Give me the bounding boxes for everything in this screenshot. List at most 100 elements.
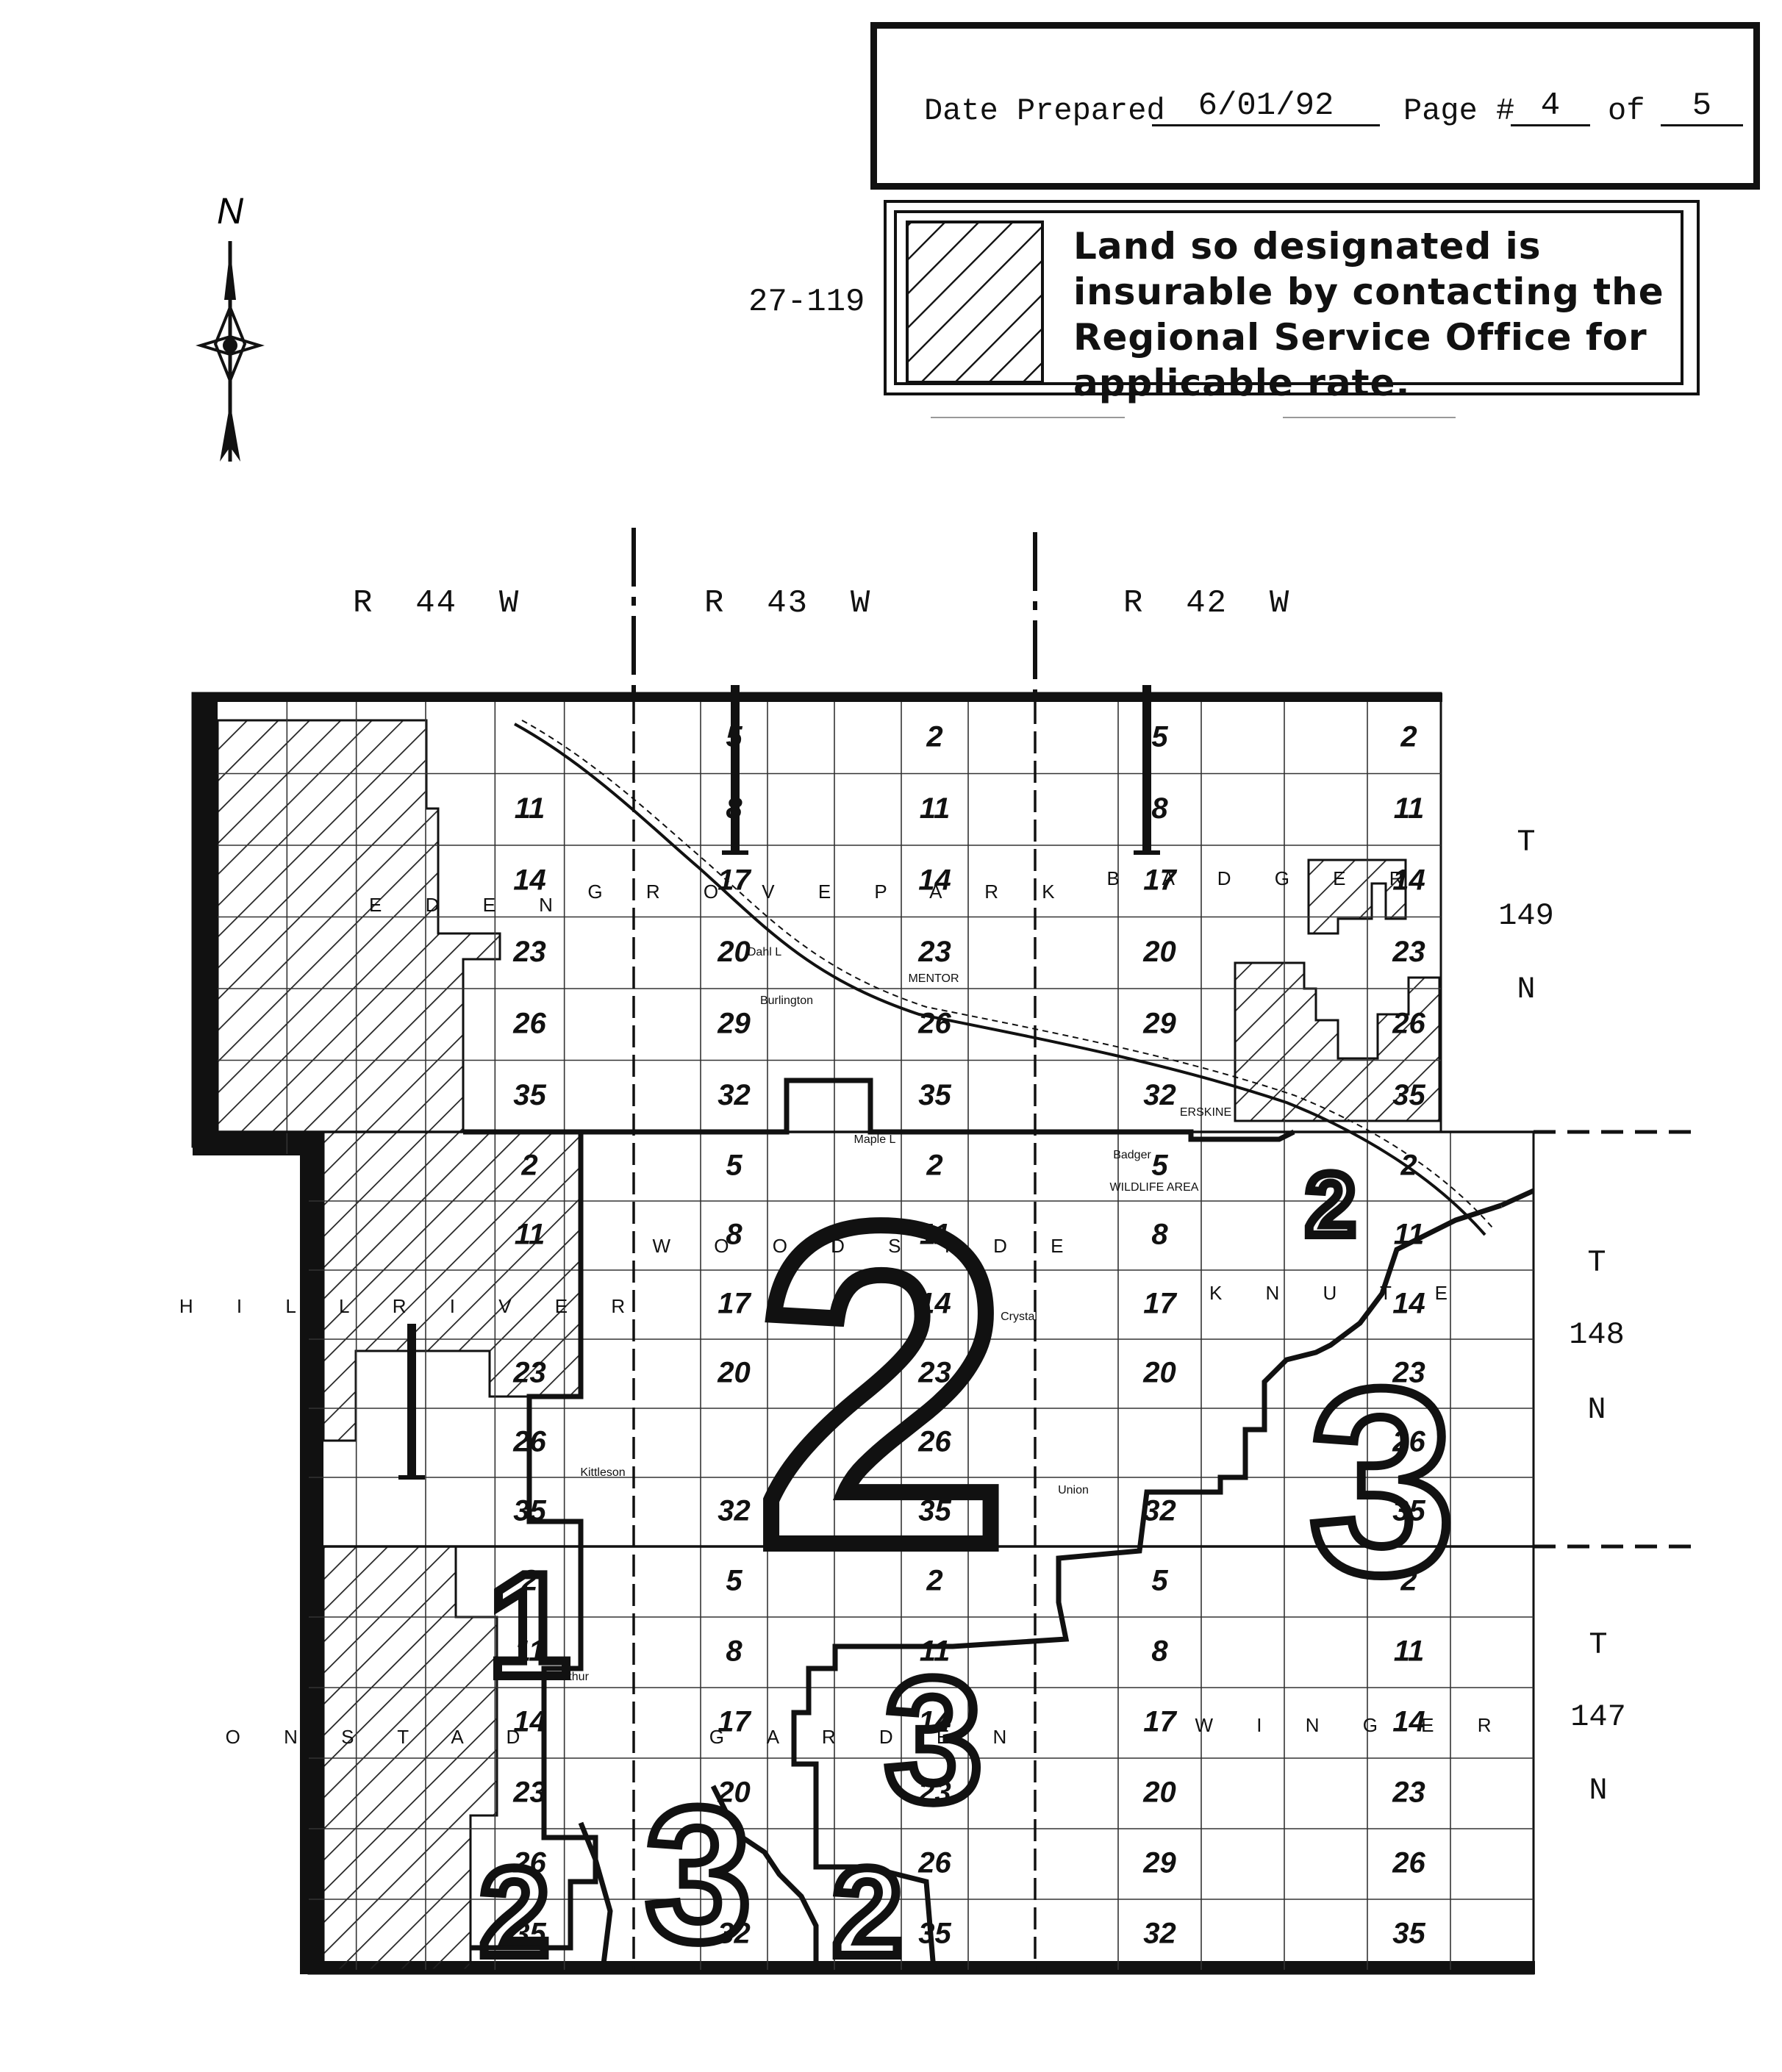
hatched-area-east-149-a <box>1307 858 1407 935</box>
county-boundary-south-band <box>300 1961 1535 1974</box>
section-number: 26 <box>1392 1425 1425 1458</box>
section-number: 14 <box>918 864 951 896</box>
section-number: 11 <box>1394 1218 1425 1250</box>
county-boundary-west-band <box>193 695 323 1970</box>
section-number: 2 <box>1400 1565 1417 1597</box>
range-label-44w: R 44 W <box>353 585 520 622</box>
hatched-areas <box>216 719 1441 1971</box>
date-prepared-value: 6/01/92 <box>1152 87 1380 126</box>
section-number: 20 <box>717 1356 751 1388</box>
section-number: 8 <box>1151 1635 1168 1668</box>
place-name: Maple L <box>854 1133 896 1146</box>
place-name: ERSKINE <box>1180 1106 1231 1119</box>
zone-boundaries <box>463 1078 1535 1971</box>
section-number: 26 <box>917 1847 951 1879</box>
section-number: 35 <box>513 1079 546 1111</box>
section-number: 8 <box>1151 792 1168 825</box>
place-name: Kittleson <box>580 1466 625 1479</box>
section-number: 32 <box>1143 1918 1176 1950</box>
section-number: 35 <box>1392 1079 1425 1111</box>
hatched-area-west-149 <box>216 719 501 1133</box>
svg-text:1: 1 <box>1164 759 1169 767</box>
township-149-n: N <box>1517 972 1536 1007</box>
township-names: G R O V E P A R KB A D G E RW O O D S I … <box>179 867 1511 1748</box>
place-name: Burlington <box>760 994 813 1007</box>
section-number: 20 <box>1142 1777 1176 1809</box>
section-number: 26 <box>512 1007 546 1039</box>
township-148-n: N <box>1587 1392 1606 1427</box>
section-number: 8 <box>726 1635 742 1668</box>
section-number: 23 <box>512 1356 546 1388</box>
rate-zone-number: 1 <box>722 685 757 855</box>
section-number: 17 <box>718 864 751 896</box>
township-147-num: 147 <box>1570 1699 1626 1735</box>
section-number: 11 <box>515 792 545 825</box>
north-label: N <box>217 190 244 232</box>
legend-text: Land so designated is insurable by conta… <box>1073 225 1664 404</box>
section-number: 11 <box>920 1635 951 1668</box>
section-number: 5 <box>1151 720 1168 753</box>
section-number: 8 <box>1151 1218 1168 1250</box>
section-number: 23 <box>512 1777 546 1809</box>
place-name: WILDLIFE AREA <box>1110 1181 1199 1194</box>
section-number: 14 <box>513 864 546 896</box>
section-number: 29 <box>1142 1847 1176 1879</box>
rate-zone-number: 1 <box>398 1324 425 1480</box>
section-number: 2 <box>926 720 942 753</box>
page-total-value: 5 <box>1661 87 1743 126</box>
section-number: 20 <box>1142 1356 1176 1388</box>
township-name: W I N G E R <box>1195 1714 1511 1736</box>
section-number: 35 <box>1392 1918 1425 1950</box>
section-number: 14 <box>1392 1287 1425 1319</box>
svg-text:1: 1 <box>753 759 757 767</box>
rate-zone-number: 3 <box>645 1768 752 1982</box>
section-number: 5 <box>726 1565 742 1597</box>
township-name: K N U T E <box>1209 1282 1467 1304</box>
section-number: 32 <box>1143 1494 1176 1527</box>
section-number: 11 <box>920 1218 951 1250</box>
township-149-num: 149 <box>1498 898 1554 933</box>
section-number: 26 <box>512 1847 546 1879</box>
section-number: 35 <box>918 1918 951 1950</box>
section-number: 23 <box>917 936 951 968</box>
section-number: 11 <box>515 1218 545 1250</box>
section-number: 17 <box>718 1287 751 1319</box>
rate-zone-number: 3 <box>884 1641 982 1838</box>
section-number: 26 <box>917 1007 951 1039</box>
rate-zone-number: 2 <box>756 1132 1009 1641</box>
railroad-line <box>521 720 1493 1228</box>
section-number: 2 <box>1400 720 1417 753</box>
section-number: 23 <box>1392 936 1425 968</box>
section-number: 23 <box>1392 1356 1425 1388</box>
header-box: Date Prepared 6/01/92 Page # 4 of 5 <box>870 22 1760 190</box>
section-number: 2 <box>520 1565 537 1597</box>
section-grid <box>218 702 1534 1970</box>
township-name: G R O V E P A R K <box>587 881 1073 903</box>
section-number: 29 <box>1142 1007 1176 1039</box>
legend-inner-frame: Land so designated is insurable by conta… <box>894 210 1683 404</box>
section-number: 35 <box>1392 1494 1425 1527</box>
section-number: 17 <box>1143 864 1177 896</box>
map-code: 27-119 <box>748 284 865 320</box>
township-147-t: T <box>1589 1627 1608 1663</box>
section-number: 5 <box>1151 1149 1168 1181</box>
section-number: 20 <box>717 1777 751 1809</box>
township-149-t: T <box>1517 825 1536 860</box>
section-number: 35 <box>918 1494 951 1527</box>
section-number: 35 <box>513 1494 546 1527</box>
range-label-43w: R 43 W <box>704 585 872 622</box>
township-148-num: 148 <box>1569 1317 1625 1352</box>
place-name: Dahl L <box>748 946 781 958</box>
place-name: Lake Arthur <box>529 1671 590 1683</box>
highway-line <box>514 723 1486 1236</box>
section-number: 11 <box>515 1635 545 1668</box>
section-number: 26 <box>917 1425 951 1458</box>
rate-zone-number: 2 <box>480 1843 550 1982</box>
place-name: Badger <box>1113 1149 1151 1161</box>
section-number: 5 <box>726 1149 742 1181</box>
section-number: 29 <box>717 1007 751 1039</box>
section-number: 26 <box>1392 1007 1425 1039</box>
